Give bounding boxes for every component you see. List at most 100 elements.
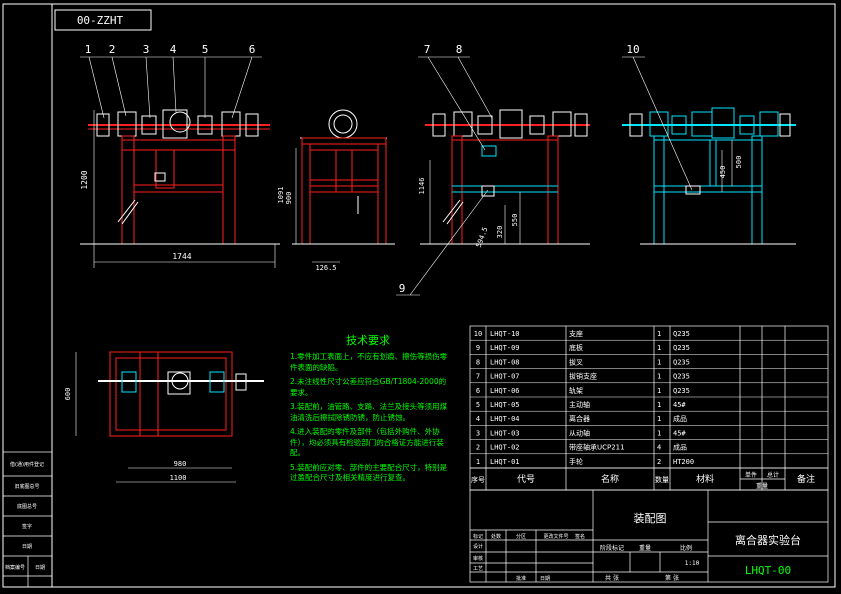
parts-row-qty: 1 [657,401,661,409]
parts-row-name: 底板 [569,343,583,352]
balloon-8: 8 [456,43,463,56]
parts-row-material: 45# [673,429,686,437]
parts-header-material: 材料 [696,473,714,485]
parts-row-no: 10 [474,330,482,338]
parts-header-code: 代号 [517,474,535,485]
tb-check-label: 审核 [473,555,483,562]
parts-row-qty: 4 [657,444,661,452]
parts-row-no: 5 [476,401,480,409]
parts-header-weight: 重量 [756,482,768,490]
mid-height-b: 550 [511,214,519,227]
drawing-type: 装配图 [634,512,667,525]
tech-requirement-item: 3.装配前，油管路、支路、法兰及接头等须用煤油清洗后擦拭除锈防锈，防止锈蚀。 [290,402,448,422]
parts-header-qty: 数量 [655,475,669,484]
balloon-2: 2 [109,43,116,56]
drawing-code-text: 00-ZZHT [77,14,124,27]
parts-row-code: LHQT-03 [490,429,520,437]
parts-row-name: 支座 [569,329,583,338]
end-balloon-leader [622,56,693,191]
parts-row-name: 轨架 [569,386,583,395]
left-stamp [2,451,53,588]
parts-row-qty: 1 [657,358,661,366]
parts-row-code: LHQT-06 [490,387,520,395]
parts-row-qty: 1 [657,344,661,352]
balloon-4: 4 [170,43,177,56]
parts-row-qty: 2 [657,458,661,466]
left-stamp-row: 签字 [22,523,32,530]
parts-row-code: LHQT-01 [490,458,520,466]
section-balloons [396,56,493,296]
front-balloons [80,56,262,119]
tb-scale-label: 比例 [680,544,692,552]
parts-row-material: 成品 [673,443,687,452]
parts-row-qty: 1 [657,387,661,395]
side-height-b: 900 [285,192,293,205]
mid-height-a: 1146 [418,178,426,195]
parts-row-material: Q235 [673,330,690,338]
left-stamp-row: 日期 [22,544,32,550]
parts-row-no: 1 [476,458,480,466]
parts-row-name: 拔销支座 [569,372,597,381]
parts-header-no: 序号 [471,475,485,484]
left-stamp-date: 日期 [35,565,45,571]
end-height-a: 450 [719,166,727,179]
front-width-dim: 1744 [172,252,191,261]
parts-row-no: 2 [476,444,480,452]
parts-row-no: 4 [476,415,480,423]
front-view [80,109,280,268]
parts-row-material: HT200 [673,458,694,466]
tb-date-label: 日期 [540,576,550,582]
section-view [420,109,590,245]
tech-requirement-item: 4.进入装配的零件及部件（包括外购件、外协件），均必须具有检验部门的合格证方能进… [290,427,444,457]
parts-row-no: 8 [476,358,480,366]
parts-row-qty: 1 [657,373,661,381]
product-name: 离合器实验台 [735,533,801,547]
tb-design-label: 设计 [473,543,483,550]
end-view [622,107,796,245]
tb-zone-label: 分区 [516,533,526,540]
left-stamp-texts: 借(通)用件登记旧底图总号底图总号签字日期档案编号日期 [5,461,45,571]
tech-requirements-list: 1.零件加工表面上，不应有划痕、擦伤等损伤零件表面的缺陷。2.未注线性尺寸公差应… [290,352,450,488]
plan-depth-dim: 600 [64,388,72,401]
balloon-9: 9 [399,282,406,295]
tb-stage-label: 阶段标记 [600,544,624,552]
tb-sheet-label: 第 张 [665,574,679,582]
tb-process-label: 工艺 [473,566,483,572]
tb-mark-label: 标记 [473,533,483,540]
balloon-3: 3 [143,43,150,56]
balloon-5: 5 [202,43,209,56]
tb-sign-label: 签名 [575,533,585,540]
tb-weight-label: 重量 [639,544,651,552]
parts-row-name: 主动轴 [569,400,590,409]
parts-row-material: Q235 [673,358,690,366]
end-height-b: 500 [735,156,743,169]
sheet-border [2,3,836,588]
parts-row-code: LHQT-02 [490,444,520,452]
drawing-number: LHQT-00 [745,564,791,577]
left-stamp-row: 借(通)用件登记 [10,461,44,468]
parts-row-no: 7 [476,373,480,381]
parts-row-code: LHQT-09 [490,344,520,352]
mid-small-dim: 594.5 [475,226,490,249]
parts-header-total: 总计 [767,471,779,479]
parts-row-qty: 1 [657,415,661,423]
tech-requirements: 技术要求 [346,334,390,347]
parts-row-code: LHQT-10 [490,330,520,338]
left-stamp-row: 旧底图总号 [14,483,39,490]
side-view [292,109,395,263]
balloon-1: 1 [85,43,92,56]
parts-row-code: LHQT-07 [490,373,520,381]
parts-row-qty: 1 [657,330,661,338]
tech-req-title: 技术要求 [346,334,390,347]
parts-row-name: 离合器 [569,414,590,423]
tb-change-doc-label: 更改文件号 [543,533,568,540]
plan-width-a-dim: 980 [174,460,187,468]
parts-row-no: 6 [476,387,480,395]
tb-count-label: 处数 [491,533,501,540]
parts-row-material: 45# [673,401,686,409]
plan-view [75,351,264,483]
scale-value: 1:10 [685,560,700,567]
parts-list-frame [469,325,829,491]
